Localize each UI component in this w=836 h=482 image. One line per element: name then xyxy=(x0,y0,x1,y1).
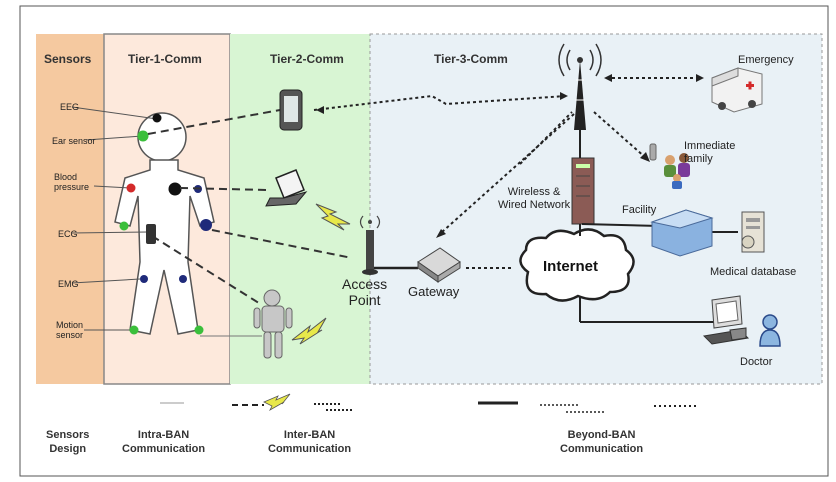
legend-sensors-design-line2: Design xyxy=(49,443,87,455)
access-point-label-line1: Access xyxy=(342,276,388,292)
ecg-label: ECG xyxy=(58,229,78,239)
cell-tower-icon xyxy=(558,43,602,130)
family-label-line2: family xyxy=(684,153,713,165)
human-body xyxy=(114,112,215,335)
blood-pressure-sensor-dot xyxy=(126,183,136,193)
blood-pressure-label-line1: Blood xyxy=(54,172,78,182)
facility-label: Facility xyxy=(622,204,657,216)
beyond-ban-solid-links xyxy=(579,130,738,323)
tier3-header: Tier-3-Comm xyxy=(434,52,508,66)
motion-sensor-label-line2: sensor xyxy=(56,330,84,340)
robot-lightning-icon xyxy=(291,317,327,345)
access-point-label-line2: Point xyxy=(348,292,381,308)
family-label: Immediate family xyxy=(684,140,735,166)
legend-intra-ban-line1: Intra-BAN xyxy=(137,429,190,441)
medical-database-label: Medical database xyxy=(710,266,797,278)
legend-sensors-design: Sensors Design xyxy=(46,428,89,456)
facility-building-icon xyxy=(650,209,714,257)
hand-sensor-dot xyxy=(119,221,129,231)
link-arrowheads xyxy=(316,74,704,238)
blood-pressure-label-line2: pressure xyxy=(54,182,90,192)
figure-frame xyxy=(19,5,829,477)
emg-sensor-dot-right xyxy=(179,275,187,283)
legend-inter-ban-line1: Inter-BAN xyxy=(283,429,336,441)
server-rack-icon xyxy=(571,157,595,225)
access-point-icon xyxy=(359,215,381,275)
eeg-sensor-dot xyxy=(152,113,162,123)
tier2-panel xyxy=(230,34,370,384)
ambulance-icon xyxy=(711,67,763,113)
arm-sensor-dot xyxy=(200,219,212,231)
emg-label: EMG xyxy=(58,279,79,289)
legend-beyond-ban: Beyond-BAN Communication xyxy=(560,428,643,456)
sensors-panel xyxy=(36,34,104,384)
gateway-icon xyxy=(417,247,461,283)
family-icon xyxy=(649,143,690,189)
motion-sensor-dot-right xyxy=(194,325,204,335)
legend-beyond-ban-line2: Communication xyxy=(560,443,644,455)
legend-intra-ban: Intra-BAN Communication xyxy=(122,428,205,456)
sensors-header: Sensors xyxy=(44,52,92,66)
emergency-label: Emergency xyxy=(738,54,794,66)
access-point-label: Access Point xyxy=(342,276,387,308)
laptop-lightning-icon xyxy=(315,203,351,231)
ecg-device xyxy=(146,224,156,244)
legend-intra-ban-line2: Communication xyxy=(122,443,206,455)
legend-beyond-ban-line1: Beyond-BAN xyxy=(567,429,636,441)
wireless-network-label-line1: Wireless & xyxy=(507,186,561,198)
internet-label: Internet xyxy=(543,258,599,275)
motion-sensor-dot-left xyxy=(129,325,139,335)
ear-sensor-label: Ear sensor xyxy=(52,136,96,146)
beyond-ban-dotted-links xyxy=(313,77,700,269)
legend-sensors-design-line1: Sensors xyxy=(46,429,90,441)
sensor-leader-lines xyxy=(71,106,158,331)
motion-sensor-label: Motion sensor xyxy=(56,320,83,340)
tier1-header: Tier-1-Comm xyxy=(128,52,202,66)
wireless-network-label-line2: Wired Network xyxy=(498,199,571,211)
legend-lightning-icon xyxy=(263,393,291,412)
wireless-network-label: Wireless & Wired Network xyxy=(498,186,570,212)
ear-sensor-dot xyxy=(137,130,149,142)
robot-icon xyxy=(253,289,293,359)
family-label-line1: Immediate xyxy=(684,140,736,152)
gateway-label: Gateway xyxy=(408,284,460,299)
emg-sensor-dot-left xyxy=(140,275,148,283)
blood-pressure-label: Blood pressure xyxy=(54,172,89,192)
doctor-label: Doctor xyxy=(740,356,773,368)
legend-dotted-arrows xyxy=(314,403,352,411)
legend-beyond-arrows xyxy=(540,404,606,413)
doctor-workstation-icon xyxy=(702,295,750,345)
laptop-icon xyxy=(265,169,308,207)
smartphone-icon xyxy=(279,89,303,131)
tier2-header: Tier-2-Comm xyxy=(270,52,344,66)
medical-database-pc-icon xyxy=(741,211,765,253)
legend-inter-ban: Inter-BAN Communication xyxy=(268,428,351,456)
inter-ban-links xyxy=(147,109,353,306)
motion-sensor-label-line1: Motion xyxy=(56,320,84,330)
eeg-label: EEG xyxy=(60,102,80,112)
doctor-person-icon xyxy=(759,314,781,347)
ecg-sensor-dot xyxy=(168,182,182,196)
internet-cloud-icon xyxy=(519,228,635,302)
legend-inter-ban-line2: Communication xyxy=(268,443,352,455)
